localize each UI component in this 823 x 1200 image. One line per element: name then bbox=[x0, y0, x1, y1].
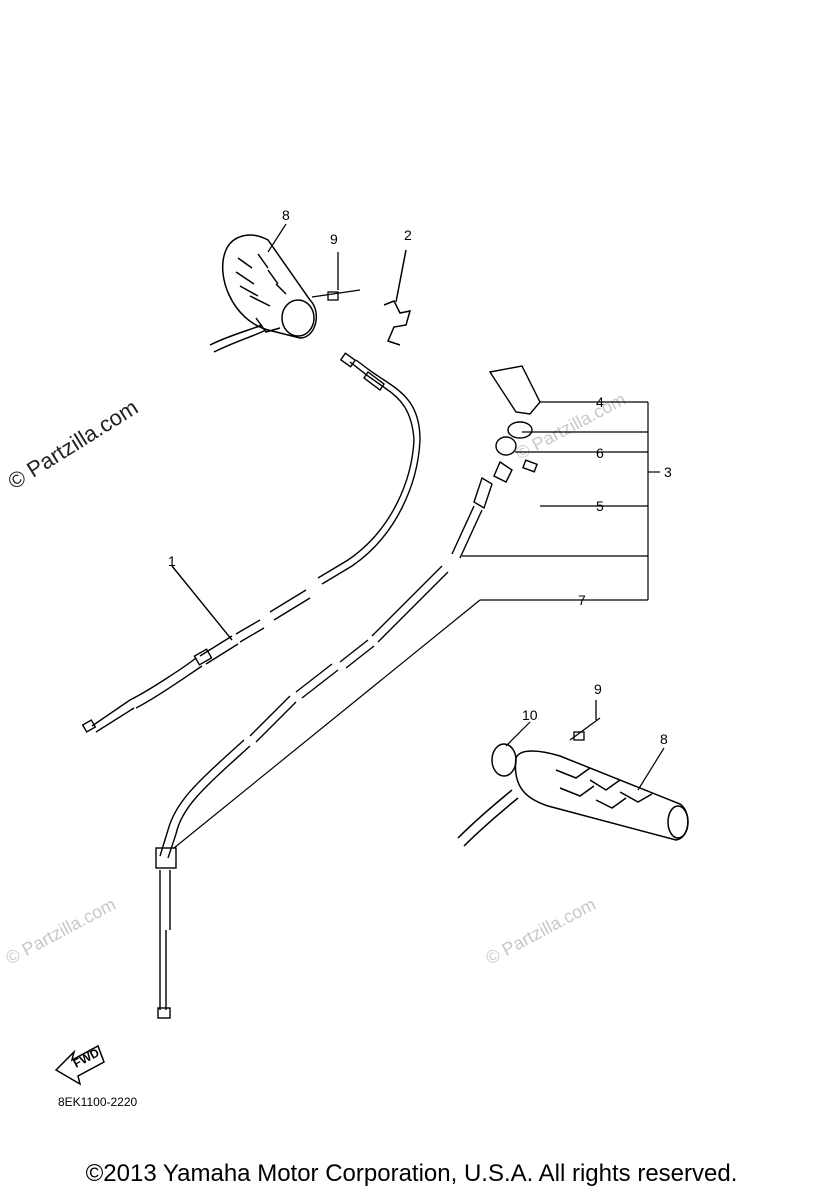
watermark-lower-left: © Partzilla.com bbox=[2, 894, 118, 969]
fwd-arrow: FWD bbox=[54, 1044, 105, 1086]
callout-10: 10 bbox=[522, 707, 538, 723]
lower-leaders bbox=[267, 223, 665, 791]
callout-8-lower: 8 bbox=[660, 731, 668, 747]
callout-8-top: 8 bbox=[282, 207, 290, 223]
right-grip bbox=[457, 743, 689, 847]
copyright-notice: ©2013 Yamaha Motor Corporation, U.S.A. A… bbox=[85, 1160, 738, 1187]
callout-2: 2 bbox=[404, 227, 412, 243]
screw-top bbox=[311, 252, 361, 301]
callout-4: 4 bbox=[596, 394, 604, 410]
cable-1 bbox=[81, 352, 421, 733]
watermark-main: © Partzilla.com bbox=[3, 394, 142, 494]
callout-7: 7 bbox=[578, 592, 586, 608]
callout-5: 5 bbox=[596, 498, 604, 514]
callout-3: 3 bbox=[664, 464, 672, 480]
callout-9-top: 9 bbox=[330, 231, 338, 247]
throttle-assembly bbox=[155, 365, 541, 1019]
callout-6: 6 bbox=[596, 445, 604, 461]
watermark-lower-right: © Partzilla.com bbox=[482, 894, 598, 969]
callout-9-lower: 9 bbox=[594, 681, 602, 697]
callout-1: 1 bbox=[168, 553, 176, 569]
screw-lower bbox=[569, 700, 601, 741]
callout-bracket bbox=[173, 401, 660, 849]
part-code: 8EK1100-2220 bbox=[58, 1095, 138, 1109]
left-grip bbox=[209, 234, 318, 353]
clip bbox=[383, 249, 412, 346]
